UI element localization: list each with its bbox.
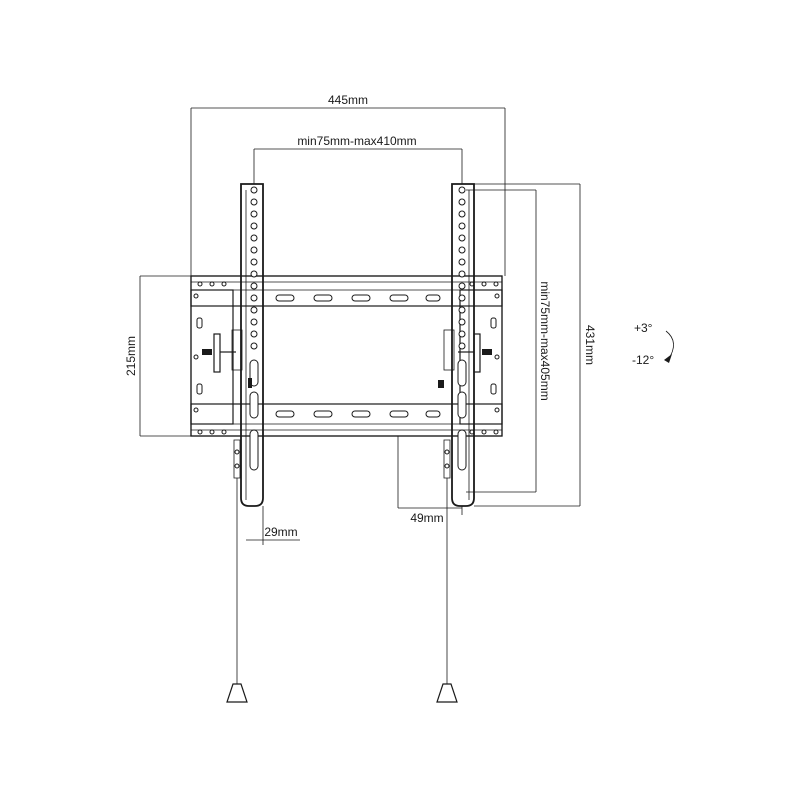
left-cord-weight bbox=[226, 683, 248, 703]
right-arm-holes bbox=[458, 186, 466, 350]
overall-height-label: 431mm bbox=[583, 325, 597, 365]
tilt-indicator: +3° -12° bbox=[632, 321, 674, 367]
dim-overall-height: 431mm bbox=[474, 183, 597, 507]
vesa-height-label: min75mm-max405mm bbox=[538, 281, 552, 400]
depth-max-label: 49mm bbox=[410, 511, 443, 525]
tilt-arrow-icon bbox=[664, 354, 672, 363]
wall-plate-outline bbox=[190, 275, 503, 437]
tilt-arc-icon bbox=[665, 330, 674, 361]
overall-width-label: 445mm bbox=[328, 93, 368, 107]
dim-overall-width: 445mm bbox=[190, 93, 506, 276]
bottom-rail-slots bbox=[275, 410, 441, 418]
right-cord-weight bbox=[436, 683, 458, 703]
top-rail bbox=[190, 275, 503, 307]
dim-depth-min: 29mm bbox=[246, 506, 300, 545]
left-side-plate bbox=[190, 289, 234, 425]
dim-vesa-width: min75mm-max410mm bbox=[253, 134, 463, 184]
left-pull-cord bbox=[226, 478, 248, 703]
left-vertical-arm bbox=[231, 183, 264, 507]
depth-min-label: 29mm bbox=[264, 525, 297, 539]
frame-holes bbox=[193, 281, 500, 435]
tilt-down-label: -12° bbox=[632, 353, 654, 367]
dim-vesa-height: min75mm-max405mm bbox=[466, 189, 552, 493]
tilt-up-label: +3° bbox=[634, 321, 653, 335]
right-vertical-arm bbox=[438, 183, 475, 507]
left-arm-holes bbox=[250, 186, 258, 350]
left-adjuster bbox=[202, 333, 236, 373]
right-pull-cord bbox=[436, 478, 458, 703]
top-rail-slots bbox=[275, 294, 441, 302]
right-side-plate bbox=[459, 289, 503, 425]
bottom-rail bbox=[190, 403, 503, 437]
plate-height-label: 215mm bbox=[124, 336, 138, 376]
wall-plate bbox=[190, 275, 503, 437]
vesa-width-label: min75mm-max410mm bbox=[297, 134, 416, 148]
dim-depth-max: 49mm bbox=[397, 436, 463, 525]
dim-plate-height: 215mm bbox=[124, 275, 191, 437]
